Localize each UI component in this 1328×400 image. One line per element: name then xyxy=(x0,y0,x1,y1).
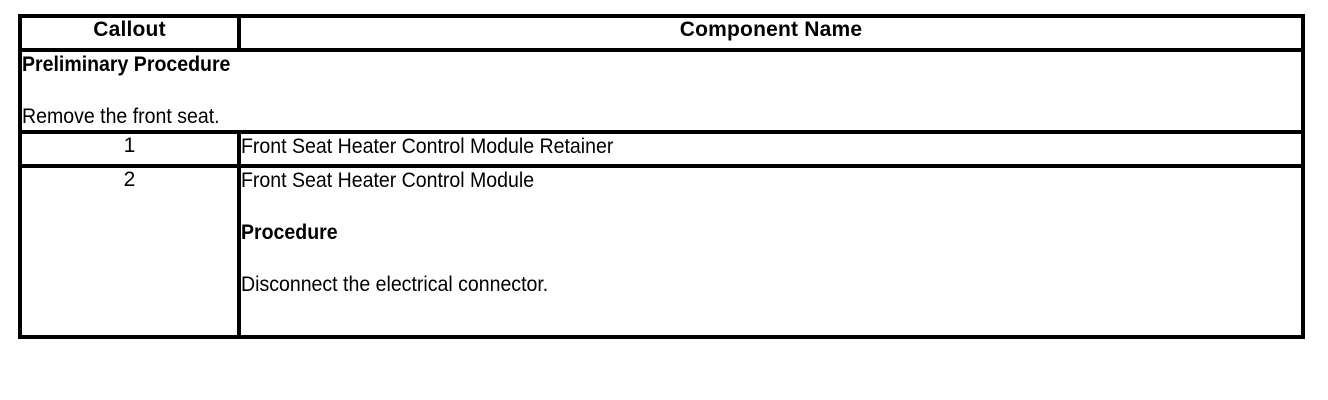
table-header: Callout Component Name xyxy=(18,14,1305,52)
callout-number: 1 xyxy=(123,134,136,157)
column-header-component-name: Component Name xyxy=(237,14,1305,52)
callout-number-cell: 2 xyxy=(18,164,241,339)
component-name-line: Front Seat Heater Control Module Retaine… xyxy=(241,135,614,158)
component-name-spacer xyxy=(241,194,1301,220)
preliminary-spacer xyxy=(22,78,1301,104)
callout-number: 2 xyxy=(123,168,136,191)
table-body: Preliminary Procedure Remove the front s… xyxy=(18,48,1305,339)
component-callout-table: Callout Component Name Preliminary Proce… xyxy=(18,14,1305,339)
column-header-component-name-label: Component Name xyxy=(679,18,863,41)
table-row: 1 Front Seat Heater Control Module Retai… xyxy=(18,130,1305,168)
table-header-row: Callout Component Name xyxy=(18,14,1305,52)
procedure-heading: Procedure xyxy=(241,221,338,244)
component-name-cell: Front Seat Heater Control Module Procedu… xyxy=(237,164,1305,339)
preliminary-procedure-row: Preliminary Procedure Remove the front s… xyxy=(18,48,1305,134)
preliminary-procedure-heading: Preliminary Procedure xyxy=(22,53,231,76)
component-name-line: Front Seat Heater Control Module xyxy=(241,169,535,192)
component-name-cell: Front Seat Heater Control Module Retaine… xyxy=(237,130,1305,168)
callout-number-cell: 1 xyxy=(18,130,241,168)
preliminary-procedure-body: Remove the front seat. xyxy=(22,105,220,128)
preliminary-procedure-cell: Preliminary Procedure Remove the front s… xyxy=(18,48,1305,134)
table-row: 2 Front Seat Heater Control Module Proce… xyxy=(18,164,1305,339)
component-name-spacer xyxy=(241,246,1301,272)
column-header-callout: Callout xyxy=(18,14,241,52)
column-header-callout-label: Callout xyxy=(93,18,166,41)
procedure-step-line: Disconnect the electrical connector. xyxy=(241,273,549,296)
